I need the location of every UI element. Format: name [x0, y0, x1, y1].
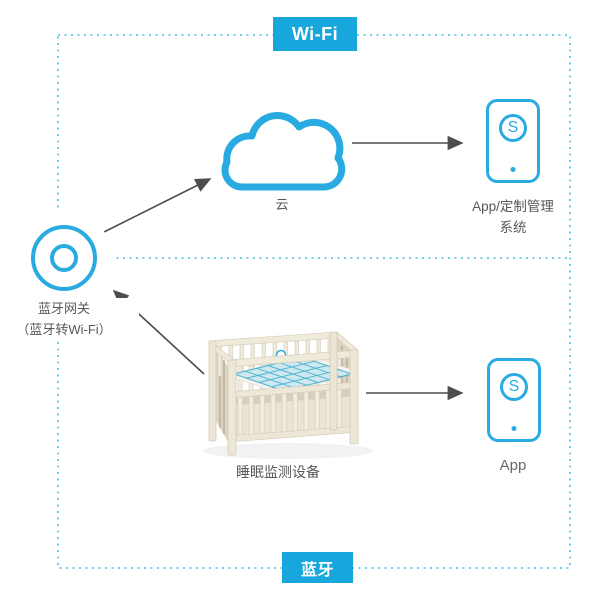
gateway-label-line2: （蓝牙转Wi-Fi） [16, 322, 112, 337]
crib-illustration [202, 331, 374, 459]
management-app-label: App/定制管理 系统 [443, 196, 583, 238]
gateway-label: 蓝牙网关 （蓝牙转Wi-Fi） [0, 298, 139, 340]
wifi-zone-label: Wi-Fi [291, 23, 339, 44]
management-app-phone-icon: S [486, 99, 540, 183]
sleep-device-label: 睡眠监测设备 [236, 464, 320, 480]
s-logo-icon: S [499, 114, 527, 142]
gateway-label-line1: 蓝牙网关 [37, 301, 90, 316]
wifi-zone-badge: Wi-Fi [273, 17, 357, 51]
cloud-icon [221, 112, 346, 191]
gateway-icon-inner-ring [50, 244, 78, 272]
management-app-label-line2: 系统 [499, 220, 527, 235]
app-phone-icon: S [487, 358, 541, 442]
cloud-label: 云 [275, 197, 289, 212]
management-app-label-line1: App/定制管理 [472, 199, 554, 214]
s-logo-letter: S [508, 378, 520, 395]
bluetooth-zone-badge: 蓝牙 [282, 552, 353, 583]
bluetooth-zone-label: 蓝牙 [300, 561, 334, 579]
app-label: App [499, 457, 527, 474]
s-logo-icon: S [500, 373, 528, 401]
arrow-gateway-to-cloud [103, 178, 212, 233]
home-button-dot [511, 426, 517, 431]
s-logo-letter: S [507, 119, 519, 136]
home-button-dot [510, 167, 516, 172]
